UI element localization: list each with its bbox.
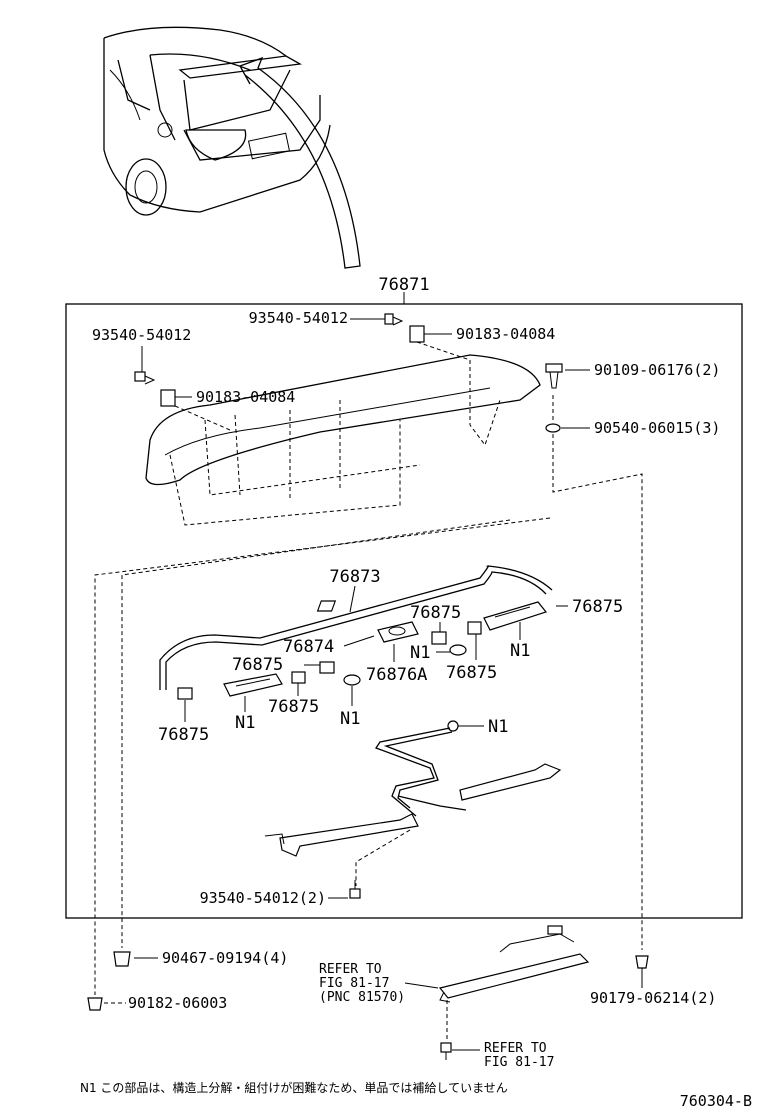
lens-holder-right (483, 601, 548, 631)
pad-icon (319, 661, 335, 674)
screw-right-label: 90109-06176(2) (594, 361, 720, 379)
clip-top-icon (409, 325, 425, 343)
pad-icon (431, 631, 447, 645)
grommet-label: 76876A (366, 665, 427, 685)
diagram-code: 760304-B (680, 1092, 752, 1110)
nut-left-icon (113, 951, 131, 967)
nut-far-left-icon (87, 997, 103, 1011)
washer-right-label: 90540-06015(3) (594, 419, 720, 437)
bolt-bottom-icon (440, 1042, 452, 1060)
bolt-left-label: 93540-54012 (92, 326, 191, 344)
seal-label: 76873 (329, 567, 380, 587)
washer-icon (343, 674, 361, 686)
pad-c-label: 76875 (446, 663, 497, 683)
pad-icon (177, 687, 193, 700)
refer1-line1: REFER TO (319, 962, 382, 977)
pad-icon (291, 671, 306, 684)
assembly-label: 76871 (378, 275, 429, 295)
bolt-lower-icon (349, 880, 361, 899)
pad-a-label: 76875 (572, 597, 623, 617)
refer2-line1: REFER TO (484, 1041, 547, 1056)
bolt-left-icon (134, 371, 156, 385)
refer1-line3: (PNC 81570) (319, 990, 405, 1005)
pad-e-label: 76875 (268, 697, 319, 717)
pad-icon (316, 600, 337, 612)
pad-f-label: 76875 (158, 725, 209, 745)
refer1-line2: FIG 81-17 (319, 976, 389, 991)
refer2-line2: FIG 81-17 (484, 1055, 554, 1070)
n1-e-label: N1 (488, 717, 508, 737)
bracket-label: 76874 (283, 637, 334, 657)
pad-d-label: 76875 (232, 655, 283, 675)
clip-top-label: 90183-04084 (456, 325, 555, 343)
nut-far-left-label: 90182-06003 (128, 994, 227, 1012)
n1-b-label: N1 (410, 643, 430, 663)
seal-gasket (159, 565, 553, 690)
n1-c-label: N1 (340, 709, 360, 729)
nut-left-label: 90467-09194(4) (162, 949, 288, 967)
bolt-top-label: 93540-54012 (249, 309, 348, 327)
washer-icon (449, 644, 467, 656)
n1-a-label: N1 (510, 641, 530, 661)
washer-right-icon (545, 423, 561, 433)
pad-icon (467, 621, 482, 635)
car-illustration (103, 26, 361, 269)
screw-right-icon (545, 363, 563, 389)
bolt-lower-label: 93540-54012(2) (200, 889, 326, 907)
bracket-icon (377, 621, 419, 643)
lens-holder-left (223, 673, 283, 697)
stop-lamp (438, 925, 590, 1003)
clip-left-icon (160, 389, 176, 407)
bolt-top-icon (384, 313, 404, 326)
nut-right-icon (635, 955, 649, 969)
spoiler (145, 354, 541, 526)
n1-d-label: N1 (235, 713, 255, 733)
footnote: N1 この部品は、構造上分解・組付けが困難なため、単品では補給していません (80, 1080, 508, 1095)
nut-right-label: 90179-06214(2) (590, 989, 716, 1007)
clip-left-label: 90183-04084 (196, 388, 295, 406)
pad-b-label: 76875 (410, 603, 461, 623)
lamp-harness (264, 720, 562, 857)
